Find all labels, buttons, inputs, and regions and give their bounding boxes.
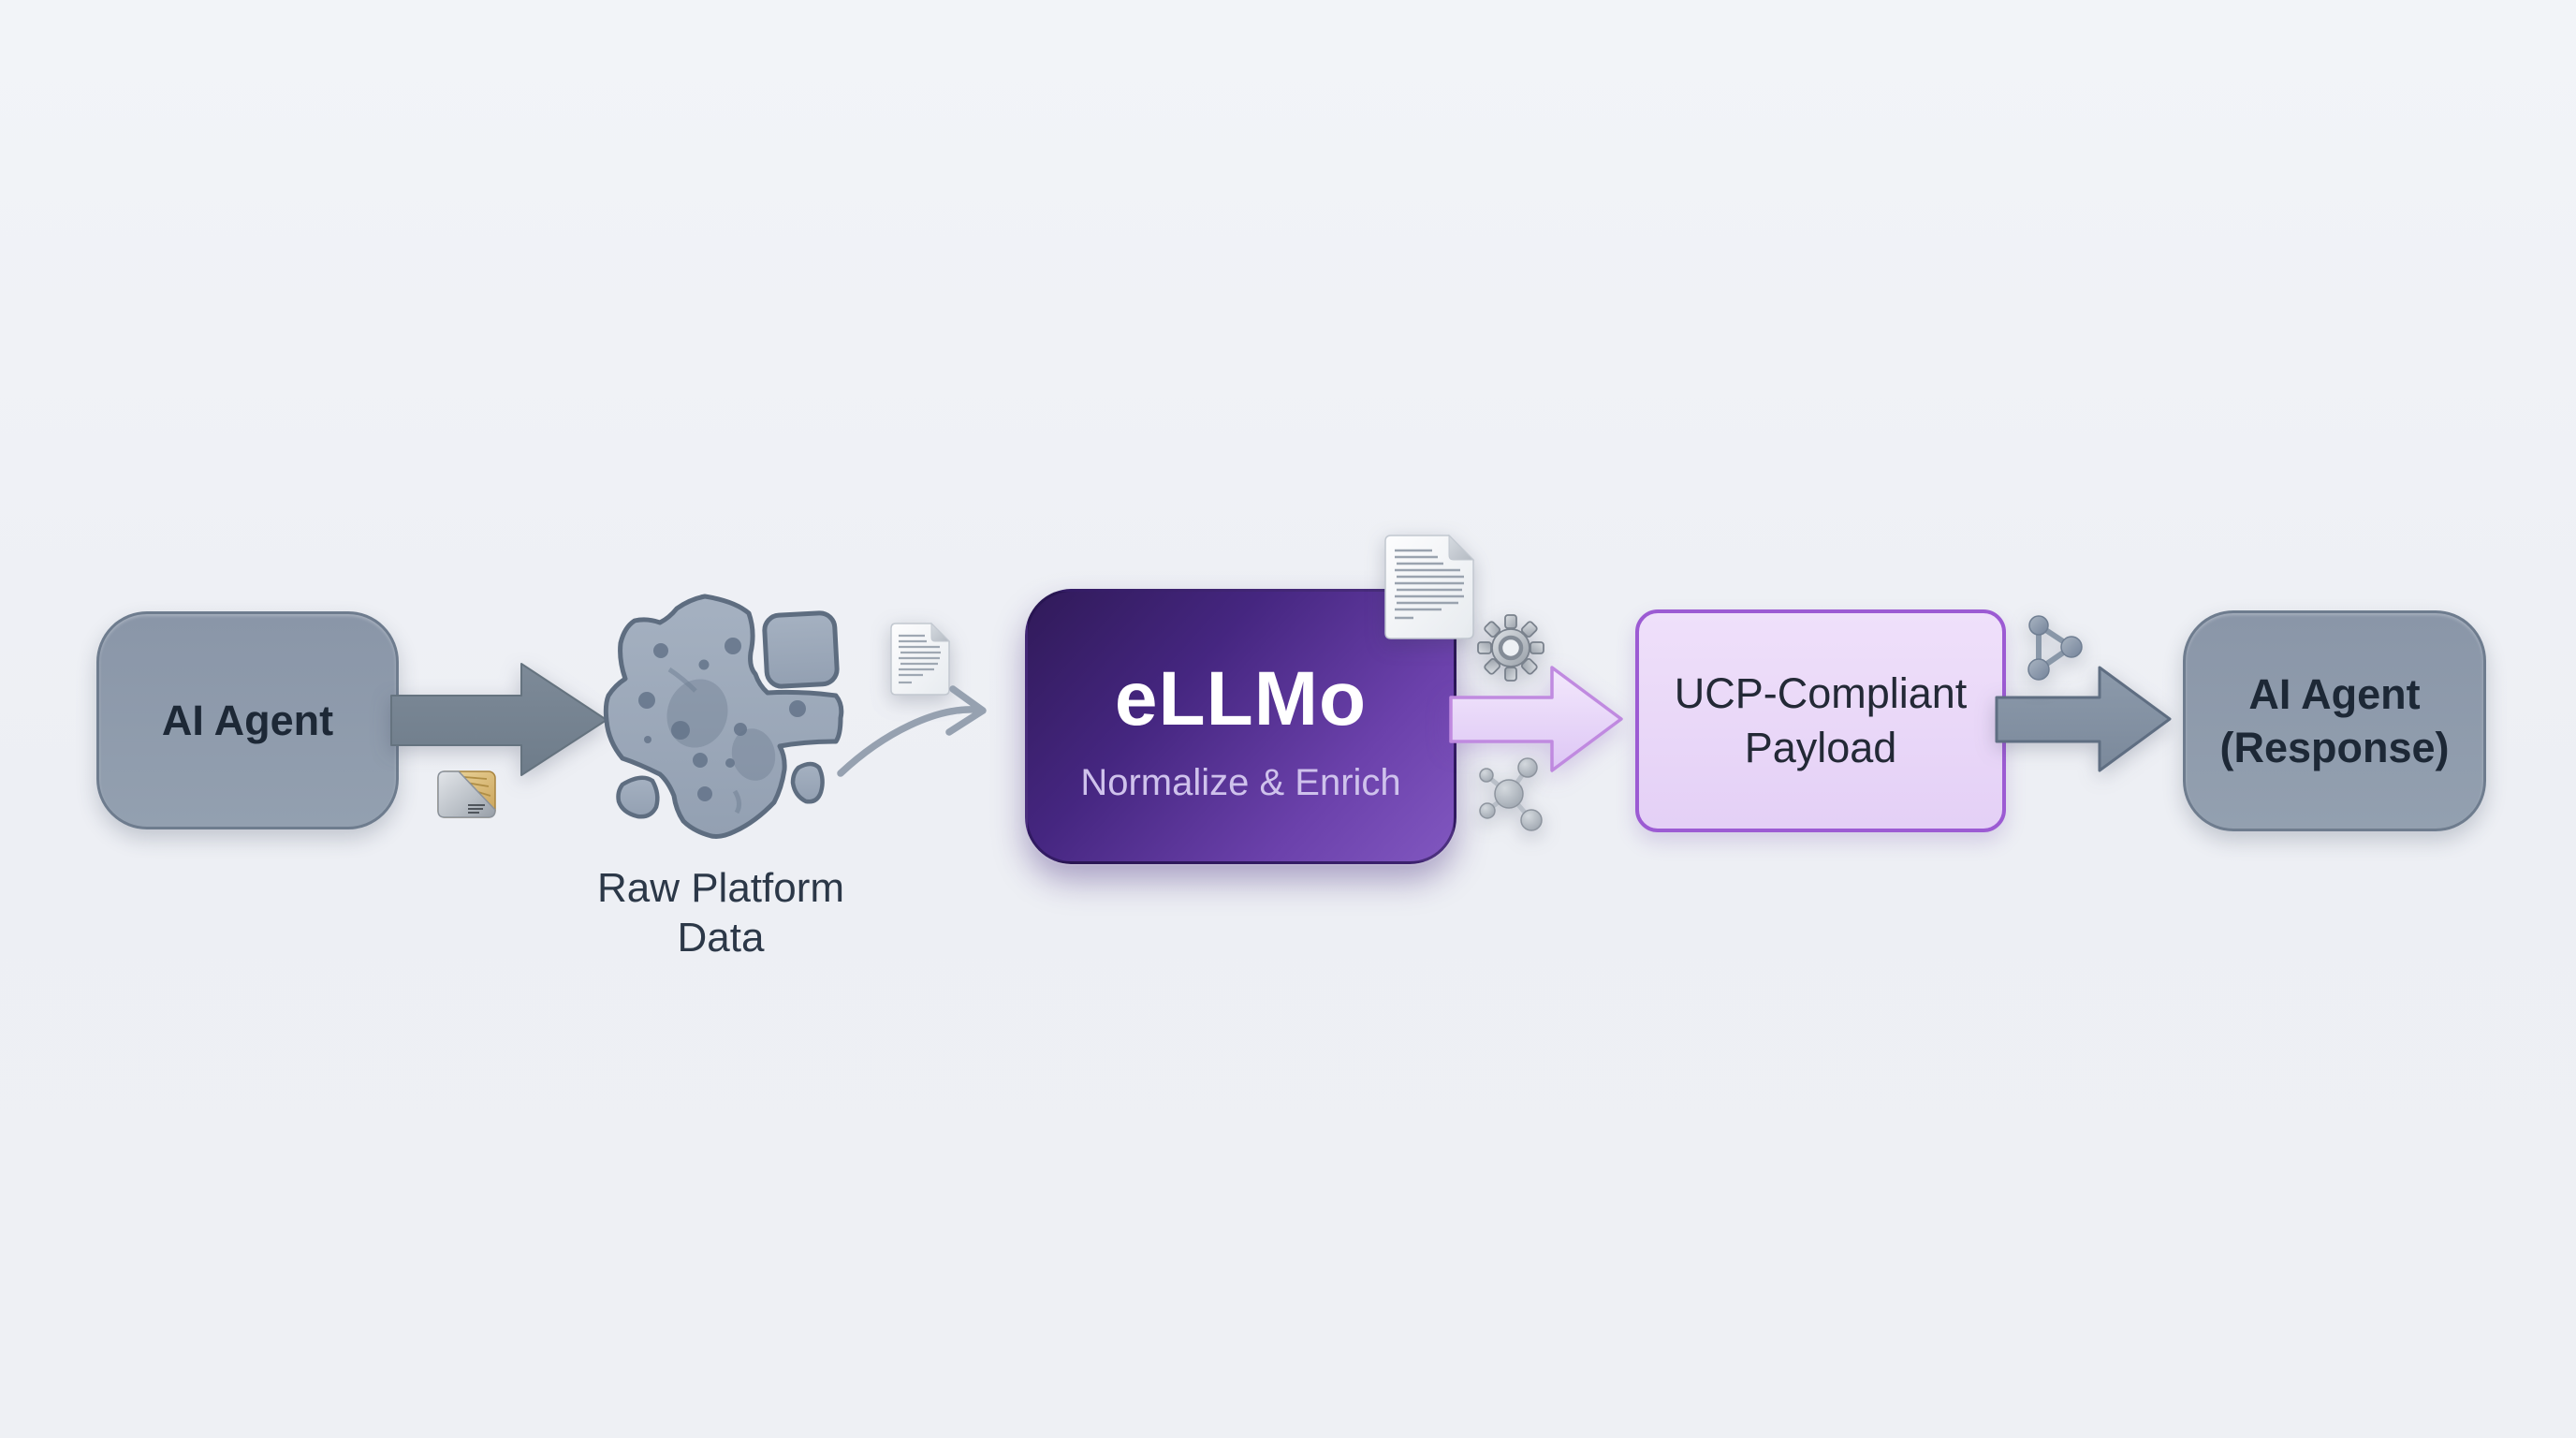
arrow-ucp-to-agent [1995,666,2172,772]
arrow-rawdata-to-ellmo [837,685,987,777]
raw-platform-data-label: Raw Platform Data [548,863,894,962]
raw-label-line2: Data [677,915,765,961]
gear-icon [1477,614,1544,682]
arrow-agent-to-rawdata [390,663,607,776]
response-label-line2: (Response) [2219,724,2450,771]
ellmo-subtitle: Normalize & Enrich [1080,762,1401,803]
arrow-ellmo-to-ucp [1449,666,1623,772]
molecule-icon [1479,757,1543,831]
node-ucp-payload: UCP-Compliant Payload [1635,609,2006,832]
document-icon [890,622,951,696]
node-ai-agent-response: AI Agent (Response) [2183,610,2486,831]
document-icon [1384,534,1475,639]
raw-label-line1: Raw Platform [596,865,845,911]
ucp-label-line2: Payload [1744,724,1897,771]
ellmo-title: eLLMo [1114,656,1368,741]
folder-icon [437,770,496,818]
ucp-label-line1: UCP-Compliant [1674,669,1968,717]
network-icon [2027,615,2083,681]
node-ellmo: eLLMo Normalize & Enrich [1025,589,1456,864]
response-label-line1: AI Agent [2248,670,2421,718]
node-ai-agent: AI Agent [96,611,399,829]
raw-data-blob [603,594,844,839]
node-ai-agent-label: AI Agent [161,696,334,744]
